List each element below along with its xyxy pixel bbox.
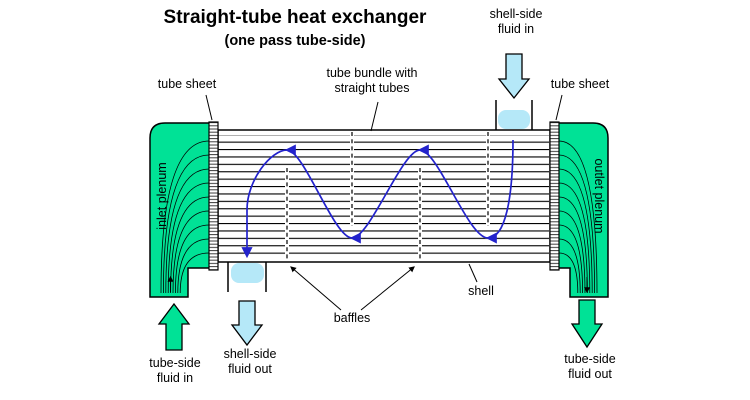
inlet-nozzle-fluid	[498, 110, 530, 129]
tube-sheet-left	[208, 121, 219, 271]
label-outlet-plenum: outlet plenum	[592, 158, 606, 234]
shell-in-arrow-icon	[497, 53, 531, 100]
baffles-group	[285, 132, 490, 260]
label-tube-bundle: tube bundle with straight tubes	[326, 66, 418, 95]
tube-sheet-right	[549, 121, 560, 271]
page-subtitle: (one pass tube-side)	[224, 33, 366, 49]
shell-out-arrow-icon	[230, 300, 264, 347]
shell-side-flow-path	[241, 139, 514, 259]
tube-in-arrow-icon	[157, 302, 191, 351]
shell-outlet-nozzle	[227, 262, 267, 292]
block-arrows	[157, 53, 604, 351]
leader-tube-sheet-right	[555, 94, 563, 121]
leader-shell	[468, 263, 478, 283]
leader-lines	[205, 94, 563, 311]
inlet-plenum-body	[149, 122, 211, 298]
page-title: Straight-tube heat exchanger	[163, 7, 427, 28]
leader-tube-bundle	[370, 101, 379, 132]
label-tube-sheet-right: tube sheet	[550, 77, 610, 91]
label-shell: shell	[468, 284, 494, 298]
leader-baffle-left	[290, 266, 342, 311]
label-tube-side-fluid-in: tube-side fluid in	[149, 356, 201, 385]
outlet-nozzle-fluid	[231, 263, 264, 283]
label-tube-sheet-left: tube sheet	[157, 77, 217, 91]
label-baffles: baffles	[333, 311, 371, 325]
tube-out-arrow-icon	[570, 299, 604, 349]
label-tube-side-fluid-out: tube-side fluid out	[564, 352, 616, 381]
shell-inlet-nozzle	[495, 100, 533, 130]
inlet-plenum-shape	[149, 122, 211, 298]
outlet-flow-streamlines	[558, 140, 598, 294]
leader-baffle-right	[360, 266, 415, 311]
outlet-plenum-shape	[557, 122, 609, 298]
inlet-flow-streamlines	[160, 140, 210, 294]
outlet-plenum-body	[557, 122, 609, 298]
label-shell-side-fluid-in: shell-side fluid in	[489, 7, 543, 36]
label-inlet-plenum: inlet plenum	[155, 162, 169, 230]
label-shell-side-fluid-out: shell-side fluid out	[223, 347, 277, 376]
leader-tube-sheet-left	[205, 94, 213, 121]
